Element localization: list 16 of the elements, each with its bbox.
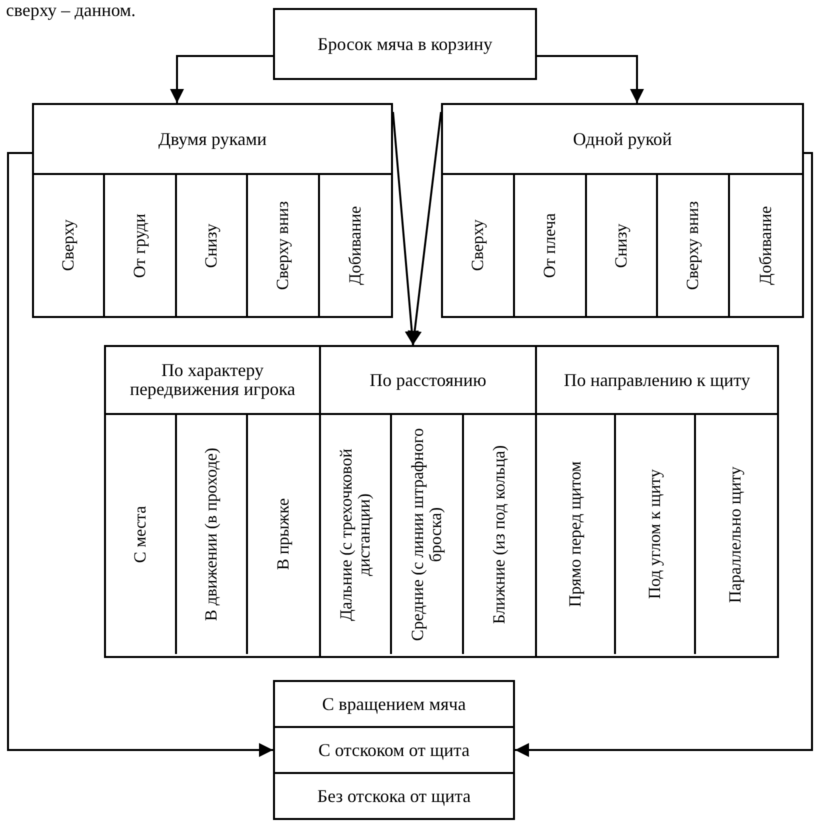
category-block [321, 347, 537, 656]
arrow [408, 112, 442, 346]
category-block [106, 347, 321, 656]
option-box: Без отскока от щита [273, 772, 515, 820]
category-block [441, 103, 804, 318]
category-block [32, 103, 393, 318]
option-box: С отскоком от щита [273, 726, 515, 774]
arrow [392, 112, 419, 346]
process-box: Бросок мяча в корзину [273, 8, 537, 80]
text-fragment: сверху – данном. [6, 0, 136, 21]
arrow [7, 152, 273, 757]
arrow [170, 55, 273, 103]
arrow [537, 55, 644, 103]
option-box: С вращением мяча [273, 680, 515, 728]
arrow [515, 152, 813, 757]
table-frame [104, 345, 779, 658]
